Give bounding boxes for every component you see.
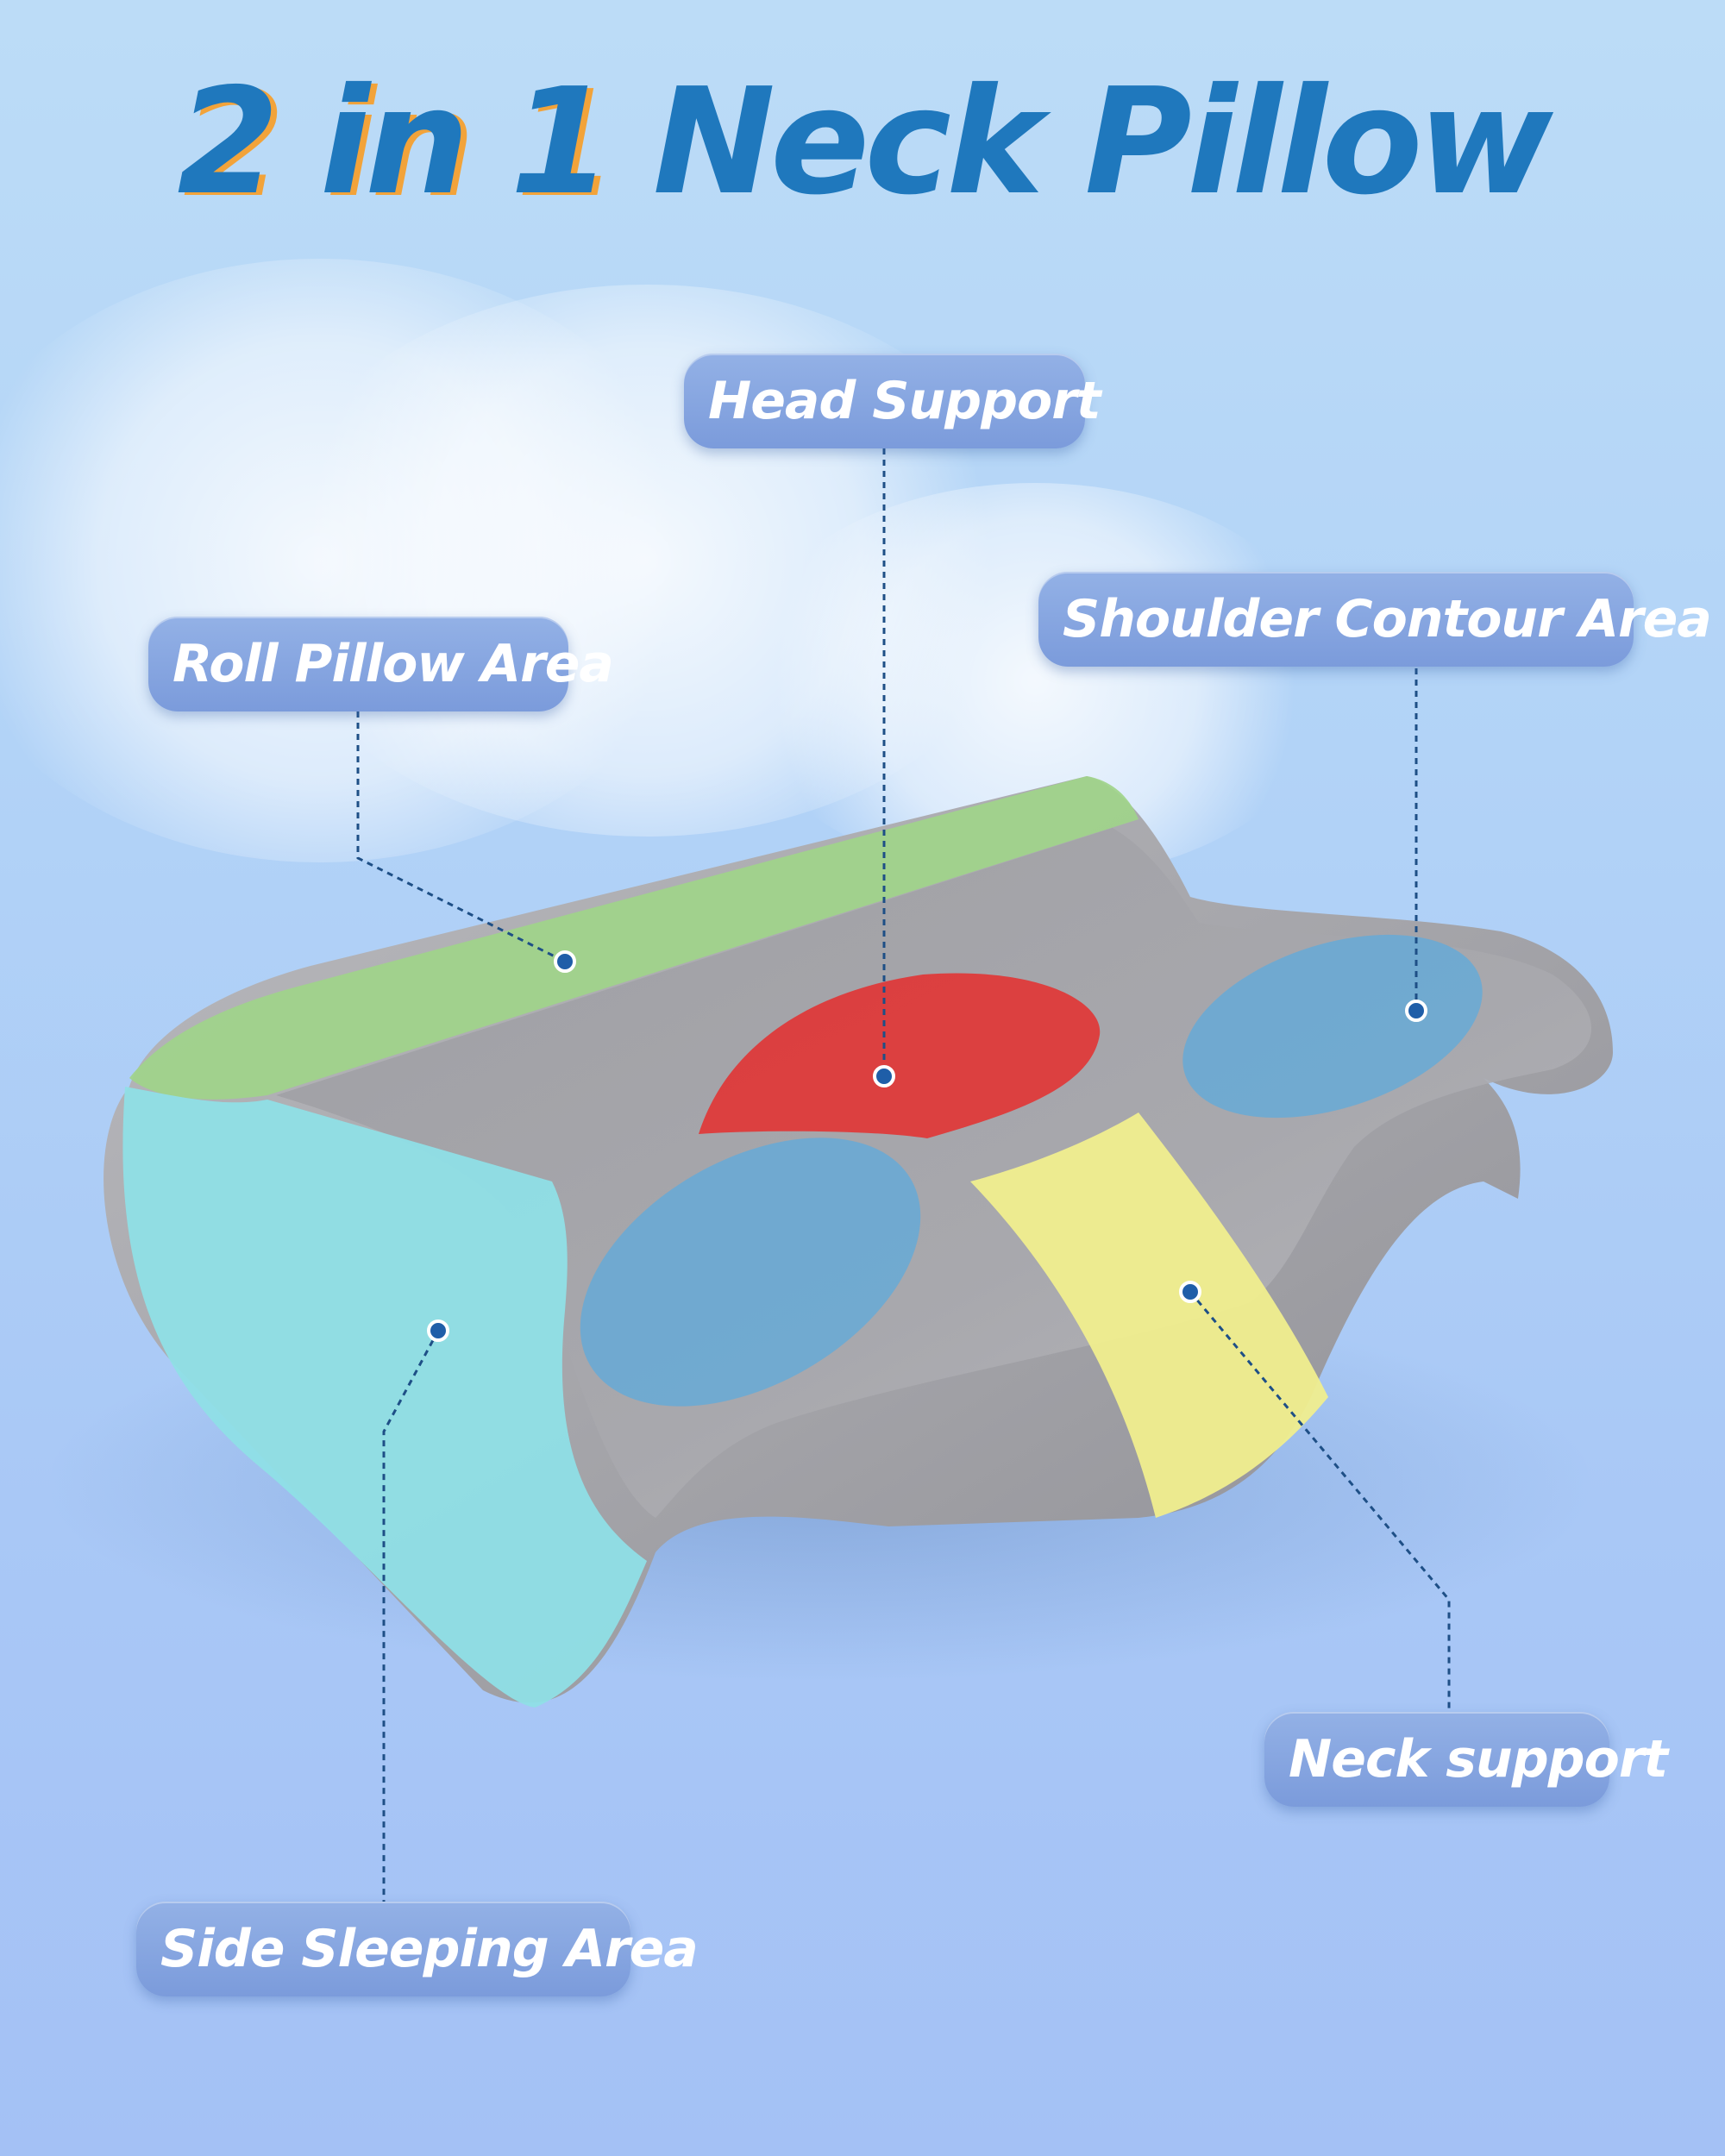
anchor-dots (427, 950, 1427, 1342)
roll-pillow-area-label: Roll Pillow Area (148, 617, 614, 711)
title-text: Neck Pillow (652, 57, 1553, 228)
anchor-dot-head-support (873, 1065, 895, 1087)
leader-lines (356, 448, 1451, 1902)
leader-line-roll-pillow (356, 711, 566, 963)
page-title: 2 in 1 Neck Pillow (0, 69, 1725, 216)
anchor-dot-neck-support (1179, 1281, 1201, 1303)
neck-support-label: Neck support (1264, 1712, 1668, 1807)
head-support-zone (699, 973, 1101, 1138)
head-support-label: Head Support (684, 354, 1101, 448)
side-sleeping-zone (122, 1087, 647, 1708)
shoulder-contour-area-label: Shoulder Contour Area (1038, 572, 1712, 667)
anchor-dot-roll-pillow (554, 950, 576, 973)
roll-pillow-zone (129, 776, 1138, 1100)
neck-support-zone (970, 1112, 1328, 1518)
leader-line-side-sleeping (382, 1330, 440, 1902)
anchor-dot-side-sleeping (427, 1319, 449, 1342)
title-number: 2 in 1 (177, 57, 612, 228)
anchor-dot-shoulder-contour (1405, 1000, 1427, 1022)
side-sleeping-area-label: Side Sleeping Area (136, 1902, 699, 1996)
shoulder-zone-left (580, 1138, 921, 1407)
shoulder-zone-right (1182, 934, 1483, 1119)
